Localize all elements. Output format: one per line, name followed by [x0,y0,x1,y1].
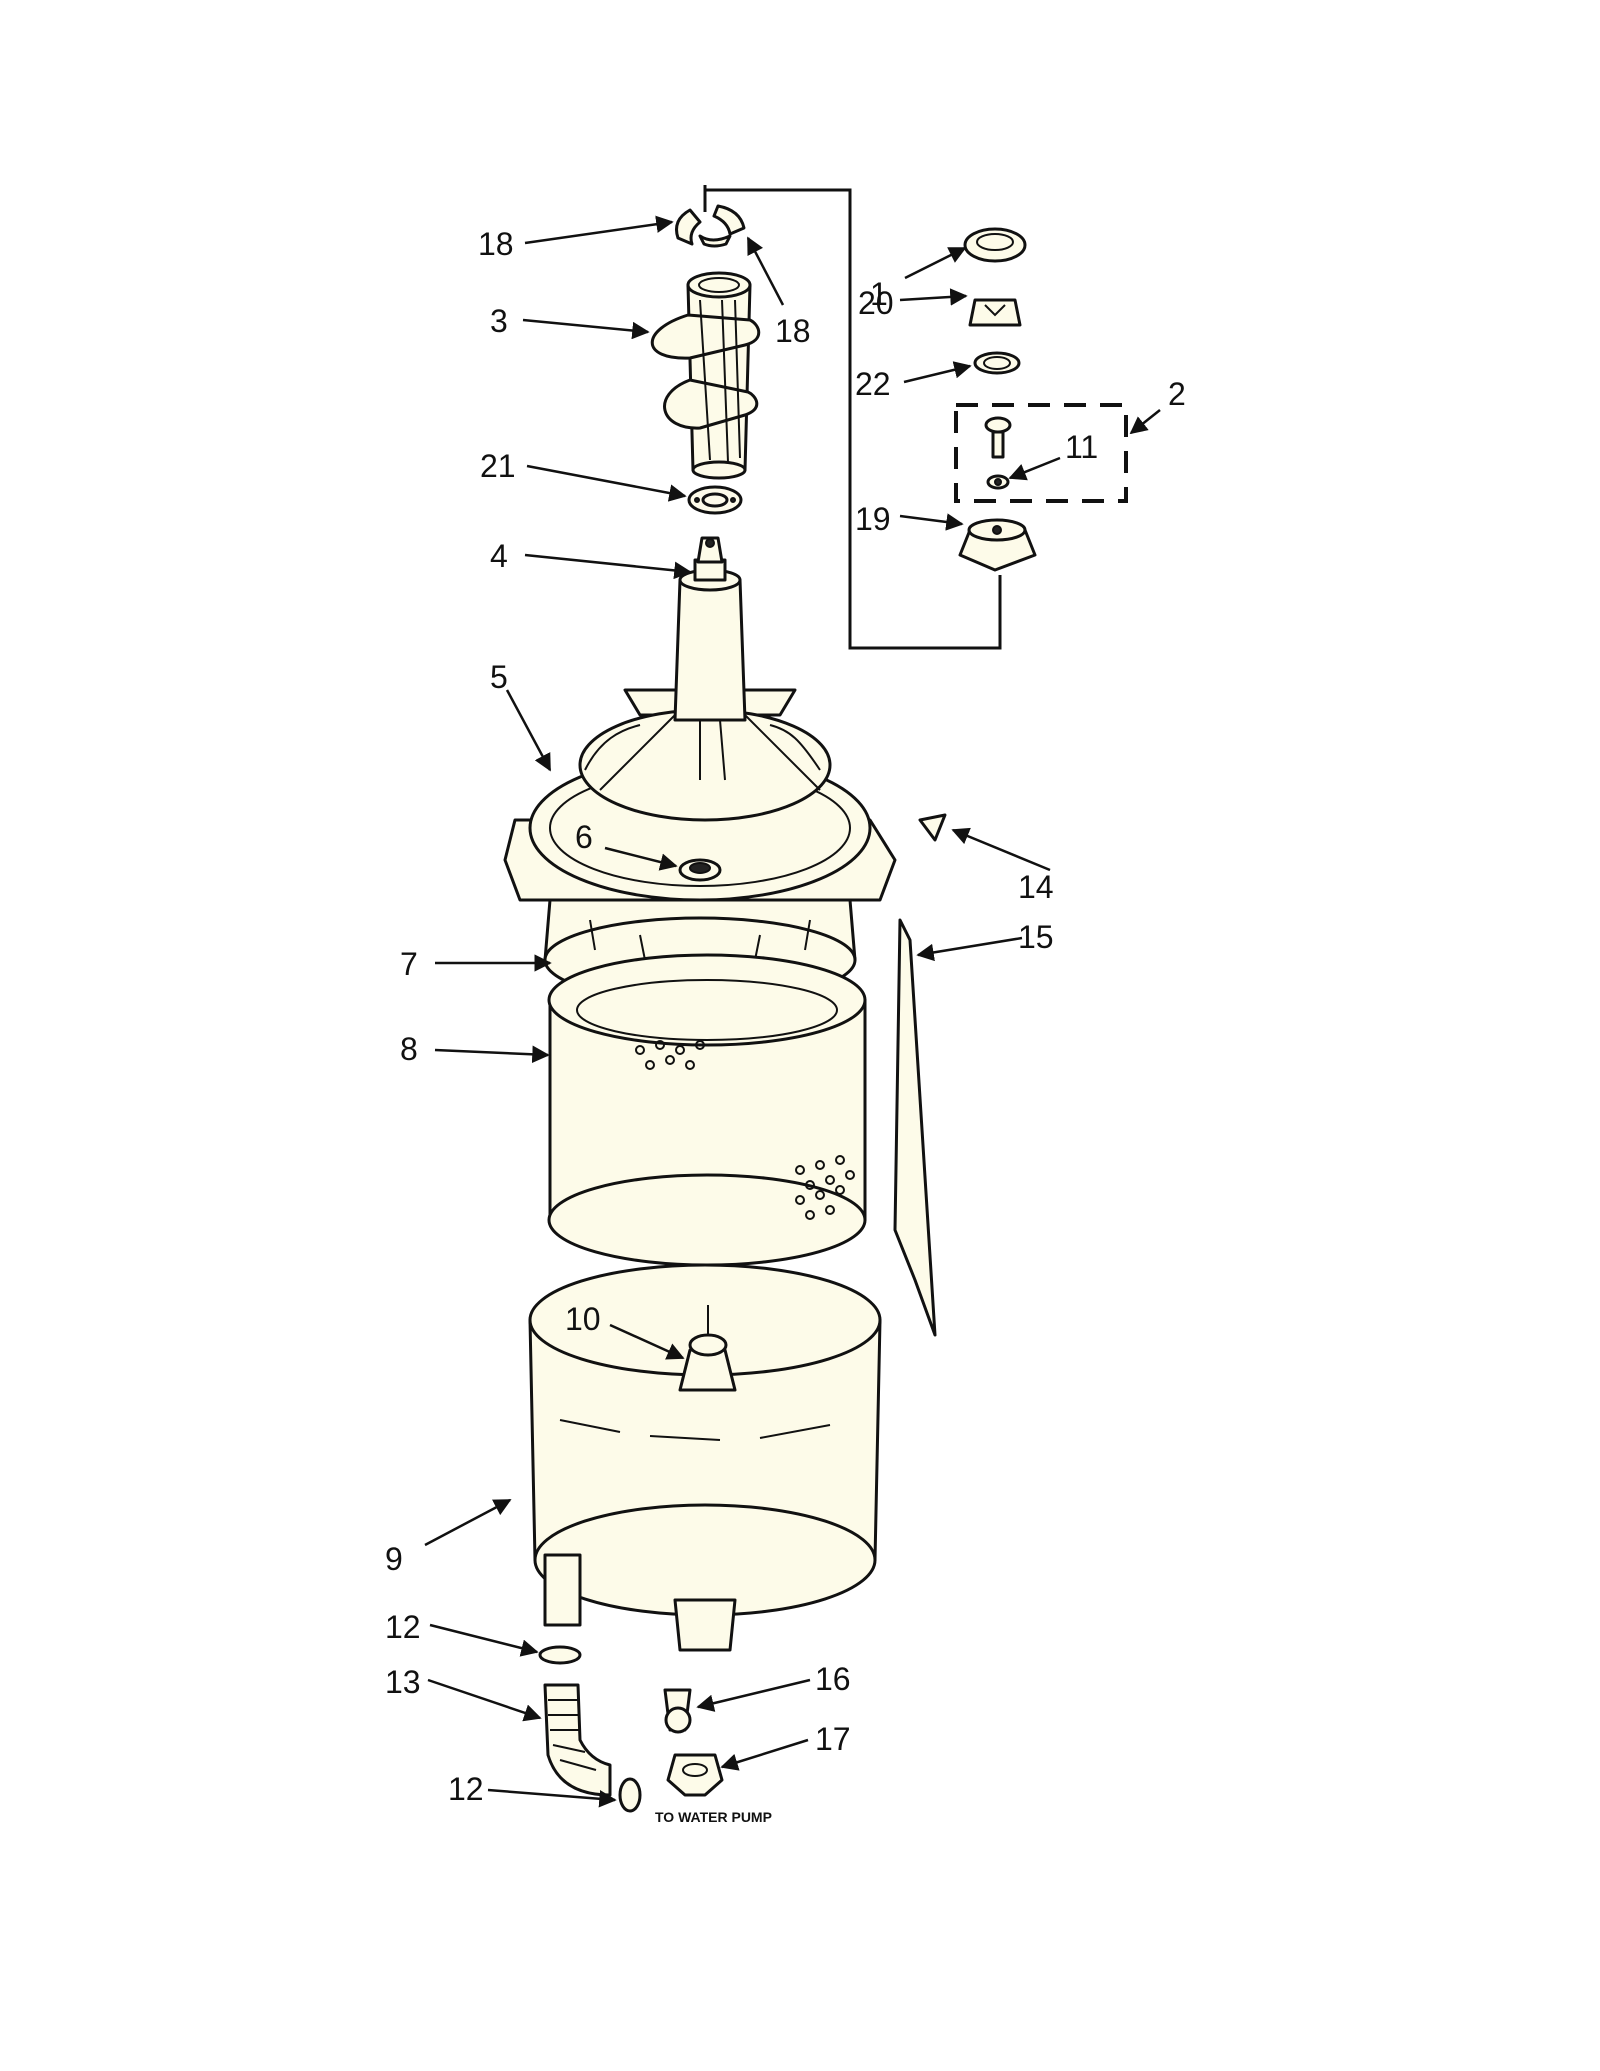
leader-9 [424,1498,512,1547]
callout-1: 1 [870,276,888,312]
callout-12b: 12 [448,1771,484,1807]
part-13-hose [543,1683,612,1797]
callout-labels: 18 18 3 1 20 22 2 11 21 19 4 5 6 14 15 7… [385,226,1186,1825]
leader-19 [899,513,964,531]
part-2-kit-box [954,403,1128,503]
basket-perforations [635,1040,855,1220]
leader-3 [522,318,650,340]
part-20-cover [968,298,1022,327]
leader-16 [696,1678,811,1712]
callout-18b: 18 [775,313,811,349]
callout-6: 6 [575,819,593,855]
leader-14 [951,827,1051,872]
callout-13: 13 [385,1664,421,1700]
part-22-ring [973,351,1021,375]
part-12-clamp-upper [538,1645,582,1665]
part-15-strap [893,918,937,1337]
part-19-base [958,518,1037,572]
leader-5 [505,689,552,772]
callout-8: 8 [400,1031,418,1067]
callout-17: 17 [815,1721,851,1757]
part-14-clip [918,813,947,842]
part-18-clips [675,204,746,248]
callout-15: 15 [1018,919,1054,955]
part-10-nozzle [678,1305,737,1392]
leader-6 [604,846,678,871]
leader-20 [899,288,968,306]
leader-21 [526,464,687,502]
callout-12a: 12 [385,1609,421,1645]
part-6-center-seal [678,858,722,882]
part-5-tub-ring [503,688,897,902]
part-21-washer [687,485,743,515]
callout-14: 14 [1018,869,1054,905]
part-1-cap [963,227,1027,263]
part-9-outer-tub [528,1263,882,1652]
leader-13 [427,1678,542,1722]
part-8-basket [547,953,867,1267]
leader-22 [903,361,972,384]
callout-21: 21 [480,448,516,484]
leader-17 [720,1738,809,1771]
part-12-clamp-lower [618,1777,642,1813]
leader-12b [487,1788,617,1808]
part-11-seal-stack [984,416,1012,490]
callout-2: 2 [1168,376,1186,412]
leader-11 [1008,456,1061,481]
leader-12a [429,1623,539,1657]
leader-18b [746,236,785,306]
part-4-drive-cone [599,536,821,791]
callout-3: 3 [490,303,508,339]
leader-4 [524,553,692,580]
callout-16: 16 [815,1661,851,1697]
part-16-bolt [663,1688,692,1734]
leader-15 [916,936,1023,962]
callout-20-visible: 20 [858,285,894,321]
leader-18a [524,215,674,245]
note-to-water-pump: TO WATER PUMP [655,1809,772,1825]
callout-11: 11 [1065,429,1098,465]
leader-8 [434,1045,550,1064]
callout-10: 10 [565,1301,601,1337]
leader-1 [904,246,967,280]
callout-5: 5 [490,659,508,695]
callout-19: 19 [855,501,891,537]
leader-10 [609,1323,685,1360]
part-3-agitator-auger [650,271,761,480]
callout-9: 9 [385,1541,403,1577]
callout-18a: 18 [478,226,514,262]
assembly-bracket-line [703,185,1002,650]
part-17-nut [666,1753,724,1797]
callout-22: 22 [855,366,891,402]
leader-2 [1129,409,1161,435]
callout-4: 4 [490,538,508,574]
callout-7: 7 [400,946,418,982]
leader-lines [424,215,1161,1808]
